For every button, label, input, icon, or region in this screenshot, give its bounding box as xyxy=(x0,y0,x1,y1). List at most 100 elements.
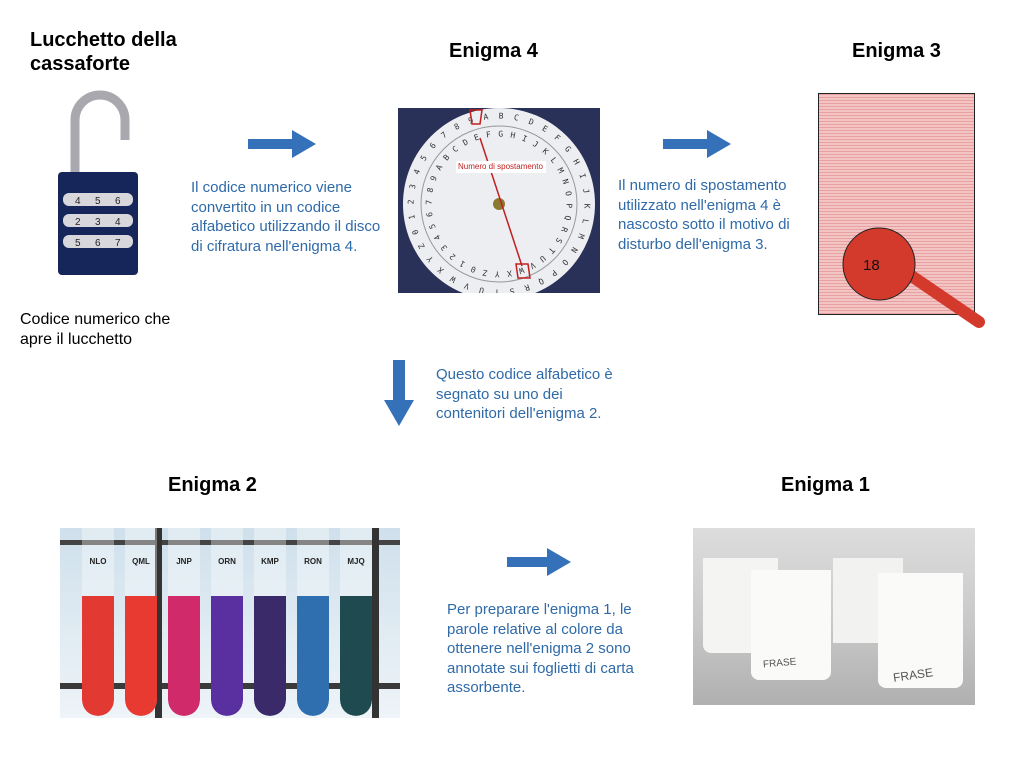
lock-digit: 5 xyxy=(75,238,81,249)
disc-letter: B xyxy=(499,111,504,120)
lock-digit: 6 xyxy=(95,238,101,249)
disc-letter: O xyxy=(563,190,573,196)
tube-liquid xyxy=(125,596,157,716)
tube-label: ORN xyxy=(218,557,236,566)
disc-letter: 0 xyxy=(469,264,477,274)
disc-letter: M xyxy=(555,166,565,175)
test-tube xyxy=(211,528,243,716)
disc-letter: H xyxy=(510,130,517,140)
disc-letter: L xyxy=(549,156,559,166)
disc-letter: C xyxy=(451,144,461,154)
test-tube xyxy=(125,528,157,716)
disc-letter: 4 xyxy=(412,168,422,176)
tube-label: QML xyxy=(132,557,150,566)
lock-dial xyxy=(63,235,133,248)
disc-letter: Z xyxy=(482,268,489,278)
tube-liquid xyxy=(82,596,114,716)
disc-letter: 1 xyxy=(458,259,467,269)
tube-liquid xyxy=(211,596,243,716)
disc-letter: T xyxy=(494,287,499,293)
disc-letter: D xyxy=(461,137,470,147)
lock-dial xyxy=(63,193,133,206)
tube-label: JNP xyxy=(176,557,192,566)
disc-letter: S xyxy=(509,286,515,293)
disc-letter: E xyxy=(540,124,549,134)
disc-letter: Q xyxy=(537,276,546,286)
disc-letter: P xyxy=(564,203,573,208)
enigma3-title: Enigma 3 xyxy=(852,40,941,62)
test-tube xyxy=(340,528,372,716)
disc-letter: K xyxy=(541,147,551,157)
disc-letter: J xyxy=(531,139,540,149)
disc-letter: X xyxy=(436,265,446,275)
disc-letter: G xyxy=(563,144,573,154)
disc-letter: F xyxy=(552,133,562,143)
disc-letter: Z xyxy=(417,242,427,251)
test-tube xyxy=(297,528,329,716)
enigma1-title: Enigma 1 xyxy=(781,474,870,496)
disc-letter: 2 xyxy=(448,251,458,261)
lock-digit: 4 xyxy=(115,217,121,228)
arrow-right-icon xyxy=(248,130,316,158)
disc-letter: W xyxy=(517,265,525,275)
step-text-2: Il numero di spostamento utilizzato nell… xyxy=(618,177,790,253)
disc-letter: V xyxy=(528,260,537,270)
tube-label: KMP xyxy=(261,557,279,566)
disc-letter: 2 xyxy=(406,199,415,204)
arrow-right-icon xyxy=(507,548,571,576)
lock-digit: 3 xyxy=(95,217,101,228)
step-text-4: Per preparare l'enigma 1, le parole rela… xyxy=(447,601,634,696)
disc-letter: I xyxy=(521,134,529,144)
disc-letter: T xyxy=(546,246,556,256)
tube-label: RON xyxy=(304,557,322,566)
disc-letter: 3 xyxy=(408,183,418,190)
disc-letter: 3 xyxy=(439,243,449,253)
disc-letter: D xyxy=(527,117,535,127)
shift-label: Numero di spostamento xyxy=(458,162,543,171)
disc-letter: 1 xyxy=(407,214,417,220)
test-tube xyxy=(254,528,286,716)
test-tubes-image: NLO QML JNP ORN KMP RON MJQ xyxy=(60,528,400,718)
lock-digit: 7 xyxy=(115,238,121,249)
disc-letter: 4 xyxy=(432,233,442,242)
disc-letter: A xyxy=(434,163,444,172)
disc-letter: Y xyxy=(495,269,500,278)
step-text-3: Questo codice alfabetico è segnato su un… xyxy=(436,366,613,422)
noise-pattern-image: 18 xyxy=(818,93,985,328)
lock-dial xyxy=(63,214,133,227)
disc-letter: 5 xyxy=(419,154,429,163)
disc-letter: R xyxy=(523,282,531,292)
tube-label: NLO xyxy=(89,557,107,566)
disc-letter: U xyxy=(538,254,548,264)
tube-liquid xyxy=(297,596,329,716)
disc-letter: F xyxy=(485,130,491,140)
disc-letter: K xyxy=(582,204,591,209)
enigma4-title: Enigma 4 xyxy=(449,40,538,62)
tube-label: MJQ xyxy=(347,557,365,566)
disc-letter: 0 xyxy=(411,228,421,236)
disc-letter: A xyxy=(483,112,489,122)
lock-digit: 4 xyxy=(75,196,81,207)
disc-letter: S xyxy=(554,236,564,245)
disc-letter: H xyxy=(571,158,581,167)
disc-letter: R xyxy=(559,226,569,234)
disc-letter: O xyxy=(560,257,570,267)
tube-liquid xyxy=(340,596,372,716)
disc-letter: 5 xyxy=(428,222,438,230)
enigma2-title: Enigma 2 xyxy=(168,474,257,496)
disc-letter: 9 xyxy=(429,174,439,182)
disc-letter: M xyxy=(576,232,586,240)
paper-cups-image: FRASE FRASE xyxy=(693,528,975,705)
lock-caption: Codice numerico che apre il lucchetto xyxy=(20,311,171,348)
arrow-right-icon xyxy=(663,130,731,158)
disc-letter: Q xyxy=(563,215,573,222)
disc-letter: I xyxy=(577,172,587,180)
disc-letter: G xyxy=(498,129,503,138)
lock-digit: 6 xyxy=(115,196,121,207)
disc-letter: 7 xyxy=(439,130,449,140)
arrow-down-icon xyxy=(384,360,414,426)
disc-letter: 7 xyxy=(424,200,433,205)
disc-letter: E xyxy=(473,133,481,143)
disc-letter: P xyxy=(549,268,559,278)
